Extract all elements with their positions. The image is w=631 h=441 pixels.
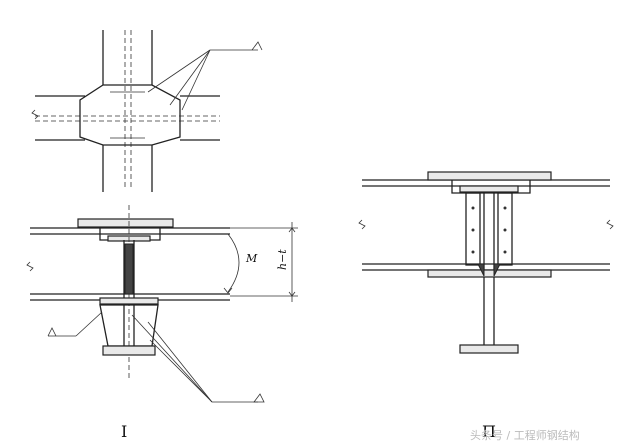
plan-view: [31, 30, 263, 192]
watermark: 头条号 / 工程师钢结构: [470, 428, 580, 441]
moment-label: M: [245, 252, 258, 265]
view-1-label: I: [121, 422, 127, 441]
bolt-group: [471, 206, 507, 254]
elevation-view-1: [26, 205, 298, 403]
dimension-label: h−t: [276, 249, 289, 270]
elevation-view-2: [358, 171, 614, 354]
view-2-label: Π: [482, 422, 496, 441]
